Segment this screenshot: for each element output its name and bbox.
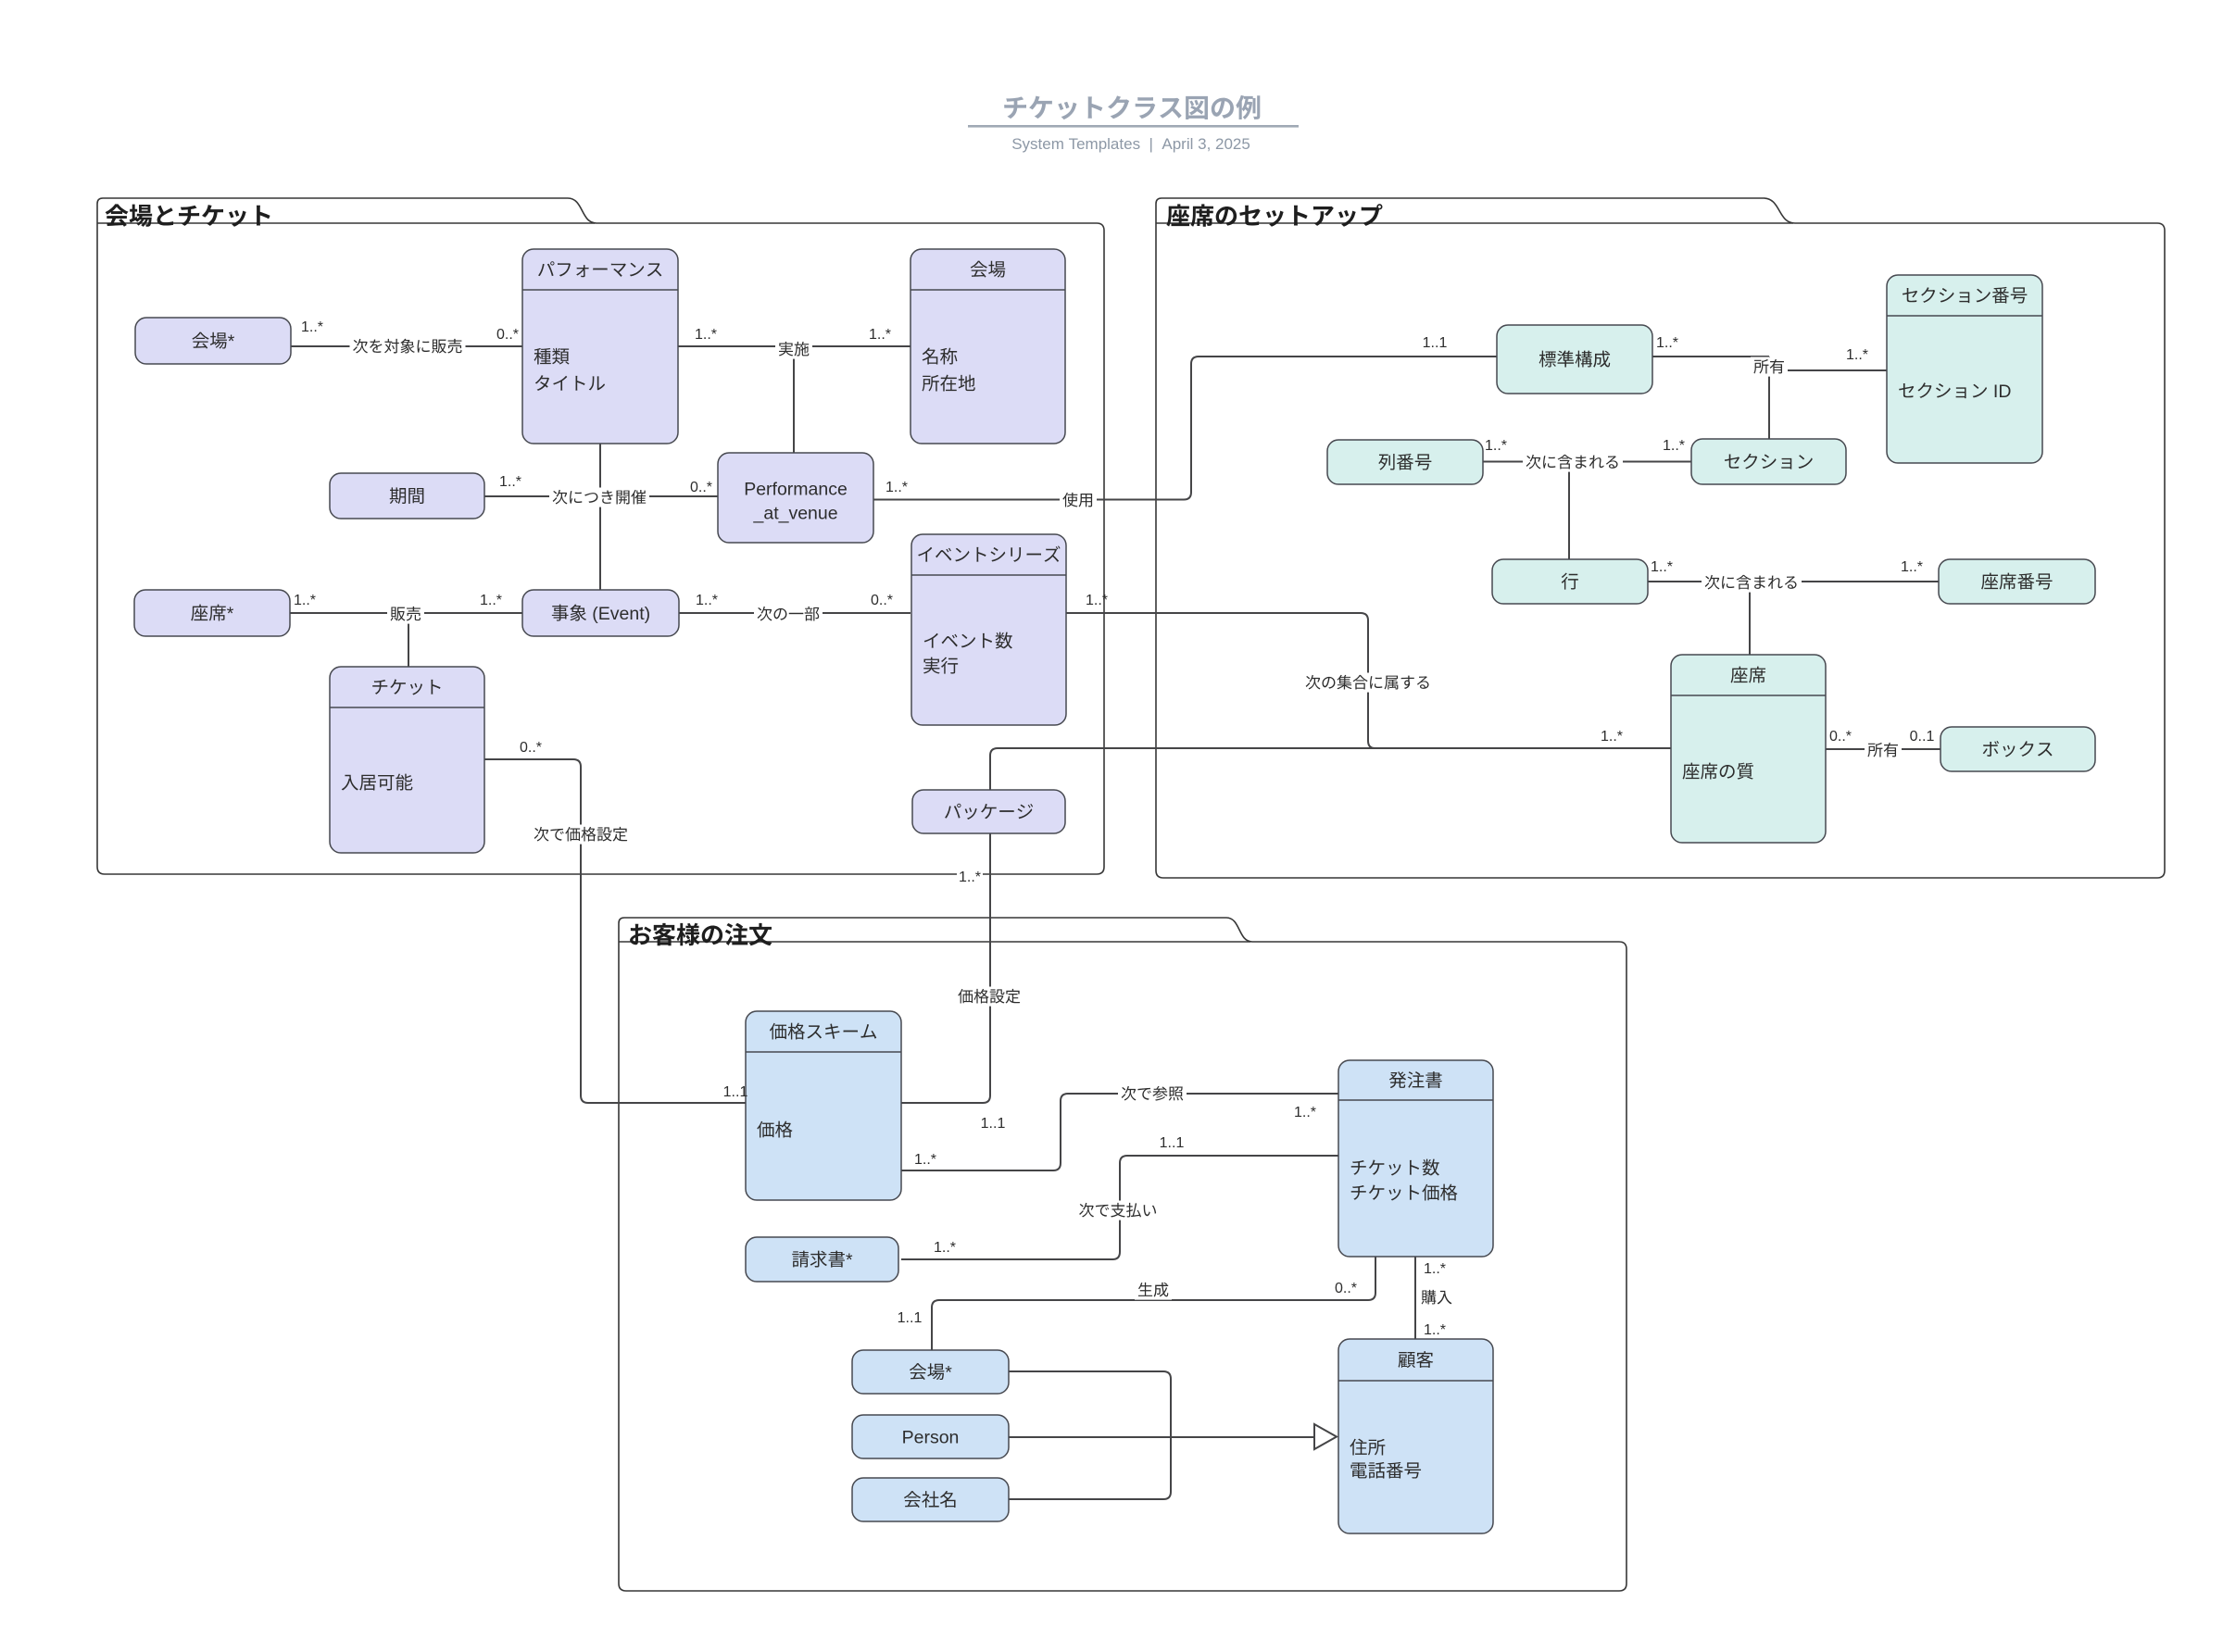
- svg-text:0..*: 0..*: [871, 593, 893, 608]
- svg-text:1..*: 1..*: [301, 319, 323, 335]
- svg-text:System Templates | April 3,: System Templates | April 3, 2025: [1011, 135, 1250, 153]
- svg-text:1..1: 1..1: [723, 1084, 748, 1100]
- svg-text:0..*: 0..*: [1829, 729, 1852, 745]
- svg-text:1..*: 1..*: [1485, 438, 1507, 454]
- svg-text:1..*: 1..*: [1656, 335, 1678, 351]
- svg-text:1..*: 1..*: [1294, 1105, 1316, 1120]
- svg-text:1..*: 1..*: [1663, 438, 1685, 454]
- svg-text:1..*: 1..*: [294, 593, 316, 608]
- svg-text:*: *: [228, 332, 235, 352]
- svg-text:_at_venue: _at_venue: [753, 504, 838, 524]
- svg-text:1..*: 1..*: [1424, 1322, 1446, 1338]
- svg-text:1..*: 1..*: [695, 327, 717, 343]
- svg-text:*: *: [227, 604, 234, 624]
- svg-text:1..*: 1..*: [1901, 559, 1923, 575]
- svg-text:(Event): (Event): [587, 604, 650, 624]
- svg-text:1..1: 1..1: [1160, 1135, 1185, 1151]
- svg-text:1..*: 1..*: [1086, 593, 1108, 608]
- svg-text:Performance: Performance: [744, 480, 848, 500]
- svg-text:1..1: 1..1: [898, 1310, 923, 1326]
- svg-text:1..*: 1..*: [959, 870, 981, 885]
- svg-text:0..*: 0..*: [690, 480, 712, 495]
- svg-text:1..*: 1..*: [1424, 1261, 1446, 1277]
- svg-text:1..1: 1..1: [981, 1116, 1006, 1132]
- svg-text:*: *: [945, 1363, 952, 1383]
- svg-text:ID: ID: [1989, 382, 2012, 402]
- svg-text:0..*: 0..*: [520, 740, 542, 756]
- svg-text:1..*: 1..*: [1651, 559, 1673, 575]
- svg-text:1..*: 1..*: [885, 480, 908, 495]
- svg-text:0..*: 0..*: [1335, 1281, 1357, 1296]
- svg-text:1..*: 1..*: [1601, 729, 1623, 745]
- svg-text:1..*: 1..*: [696, 593, 718, 608]
- svg-text:Person: Person: [902, 1428, 960, 1448]
- svg-text:1..*: 1..*: [934, 1240, 956, 1256]
- svg-text:0..*: 0..*: [496, 327, 519, 343]
- svg-text:0..1: 0..1: [1910, 729, 1935, 745]
- svg-text:1..*: 1..*: [869, 327, 891, 343]
- svg-text:1..*: 1..*: [480, 593, 502, 608]
- svg-text:1..*: 1..*: [499, 474, 521, 490]
- svg-text:1..*: 1..*: [1846, 347, 1868, 363]
- svg-text:1..*: 1..*: [914, 1152, 936, 1168]
- svg-text:*: *: [846, 1250, 853, 1270]
- svg-text:1..1: 1..1: [1423, 335, 1448, 351]
